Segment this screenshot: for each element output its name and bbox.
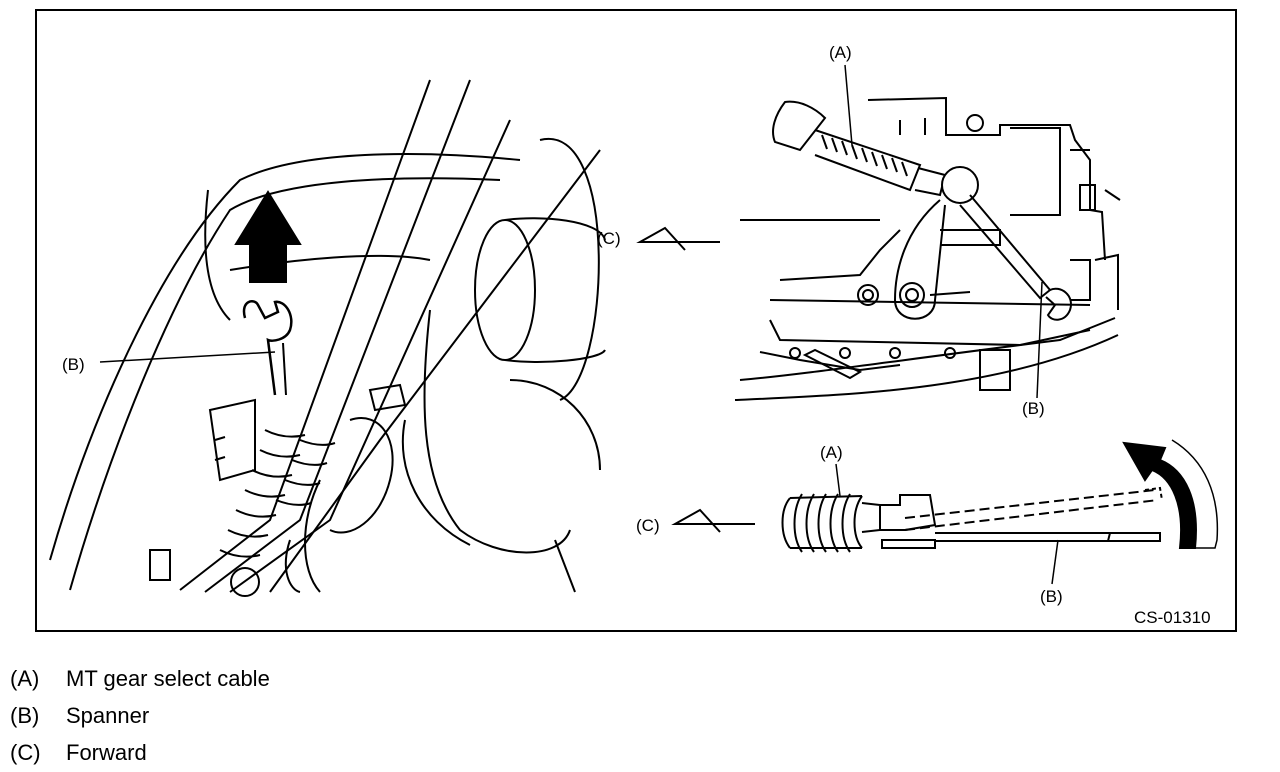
- legend-item: (B) Spanner: [10, 697, 270, 734]
- left-panel-drawing: [49, 79, 606, 597]
- legend-item: (A) MT gear select cable: [10, 660, 270, 697]
- callout-tr-b: (B): [1022, 399, 1045, 418]
- legend-key: (B): [10, 702, 40, 728]
- callout-tr-a: (A): [829, 43, 852, 62]
- legend-key: (C): [10, 739, 41, 765]
- legend-text: Spanner: [66, 702, 150, 728]
- legend-key: (A): [10, 665, 40, 691]
- callout-br-b: (B): [1040, 587, 1063, 606]
- figure-code: CS-01310: [1134, 608, 1211, 627]
- legend-item: (C) Forward: [10, 734, 270, 771]
- bottom-right-panel-drawing: [671, 439, 1219, 585]
- illustration: (B): [35, 9, 1237, 632]
- legend: (A) MT gear select cable (B) Spanner (C)…: [10, 660, 270, 771]
- callout-br-a: (A): [820, 443, 843, 462]
- callout-br-c: (C): [636, 516, 660, 535]
- legend-text: Forward: [66, 739, 147, 765]
- legend-text: MT gear select cable: [66, 665, 270, 691]
- callout-tr-c: (C): [597, 229, 621, 248]
- figure-frame: [35, 9, 1237, 632]
- callout-left-b: (B): [62, 355, 85, 374]
- top-right-panel-drawing: [636, 64, 1121, 401]
